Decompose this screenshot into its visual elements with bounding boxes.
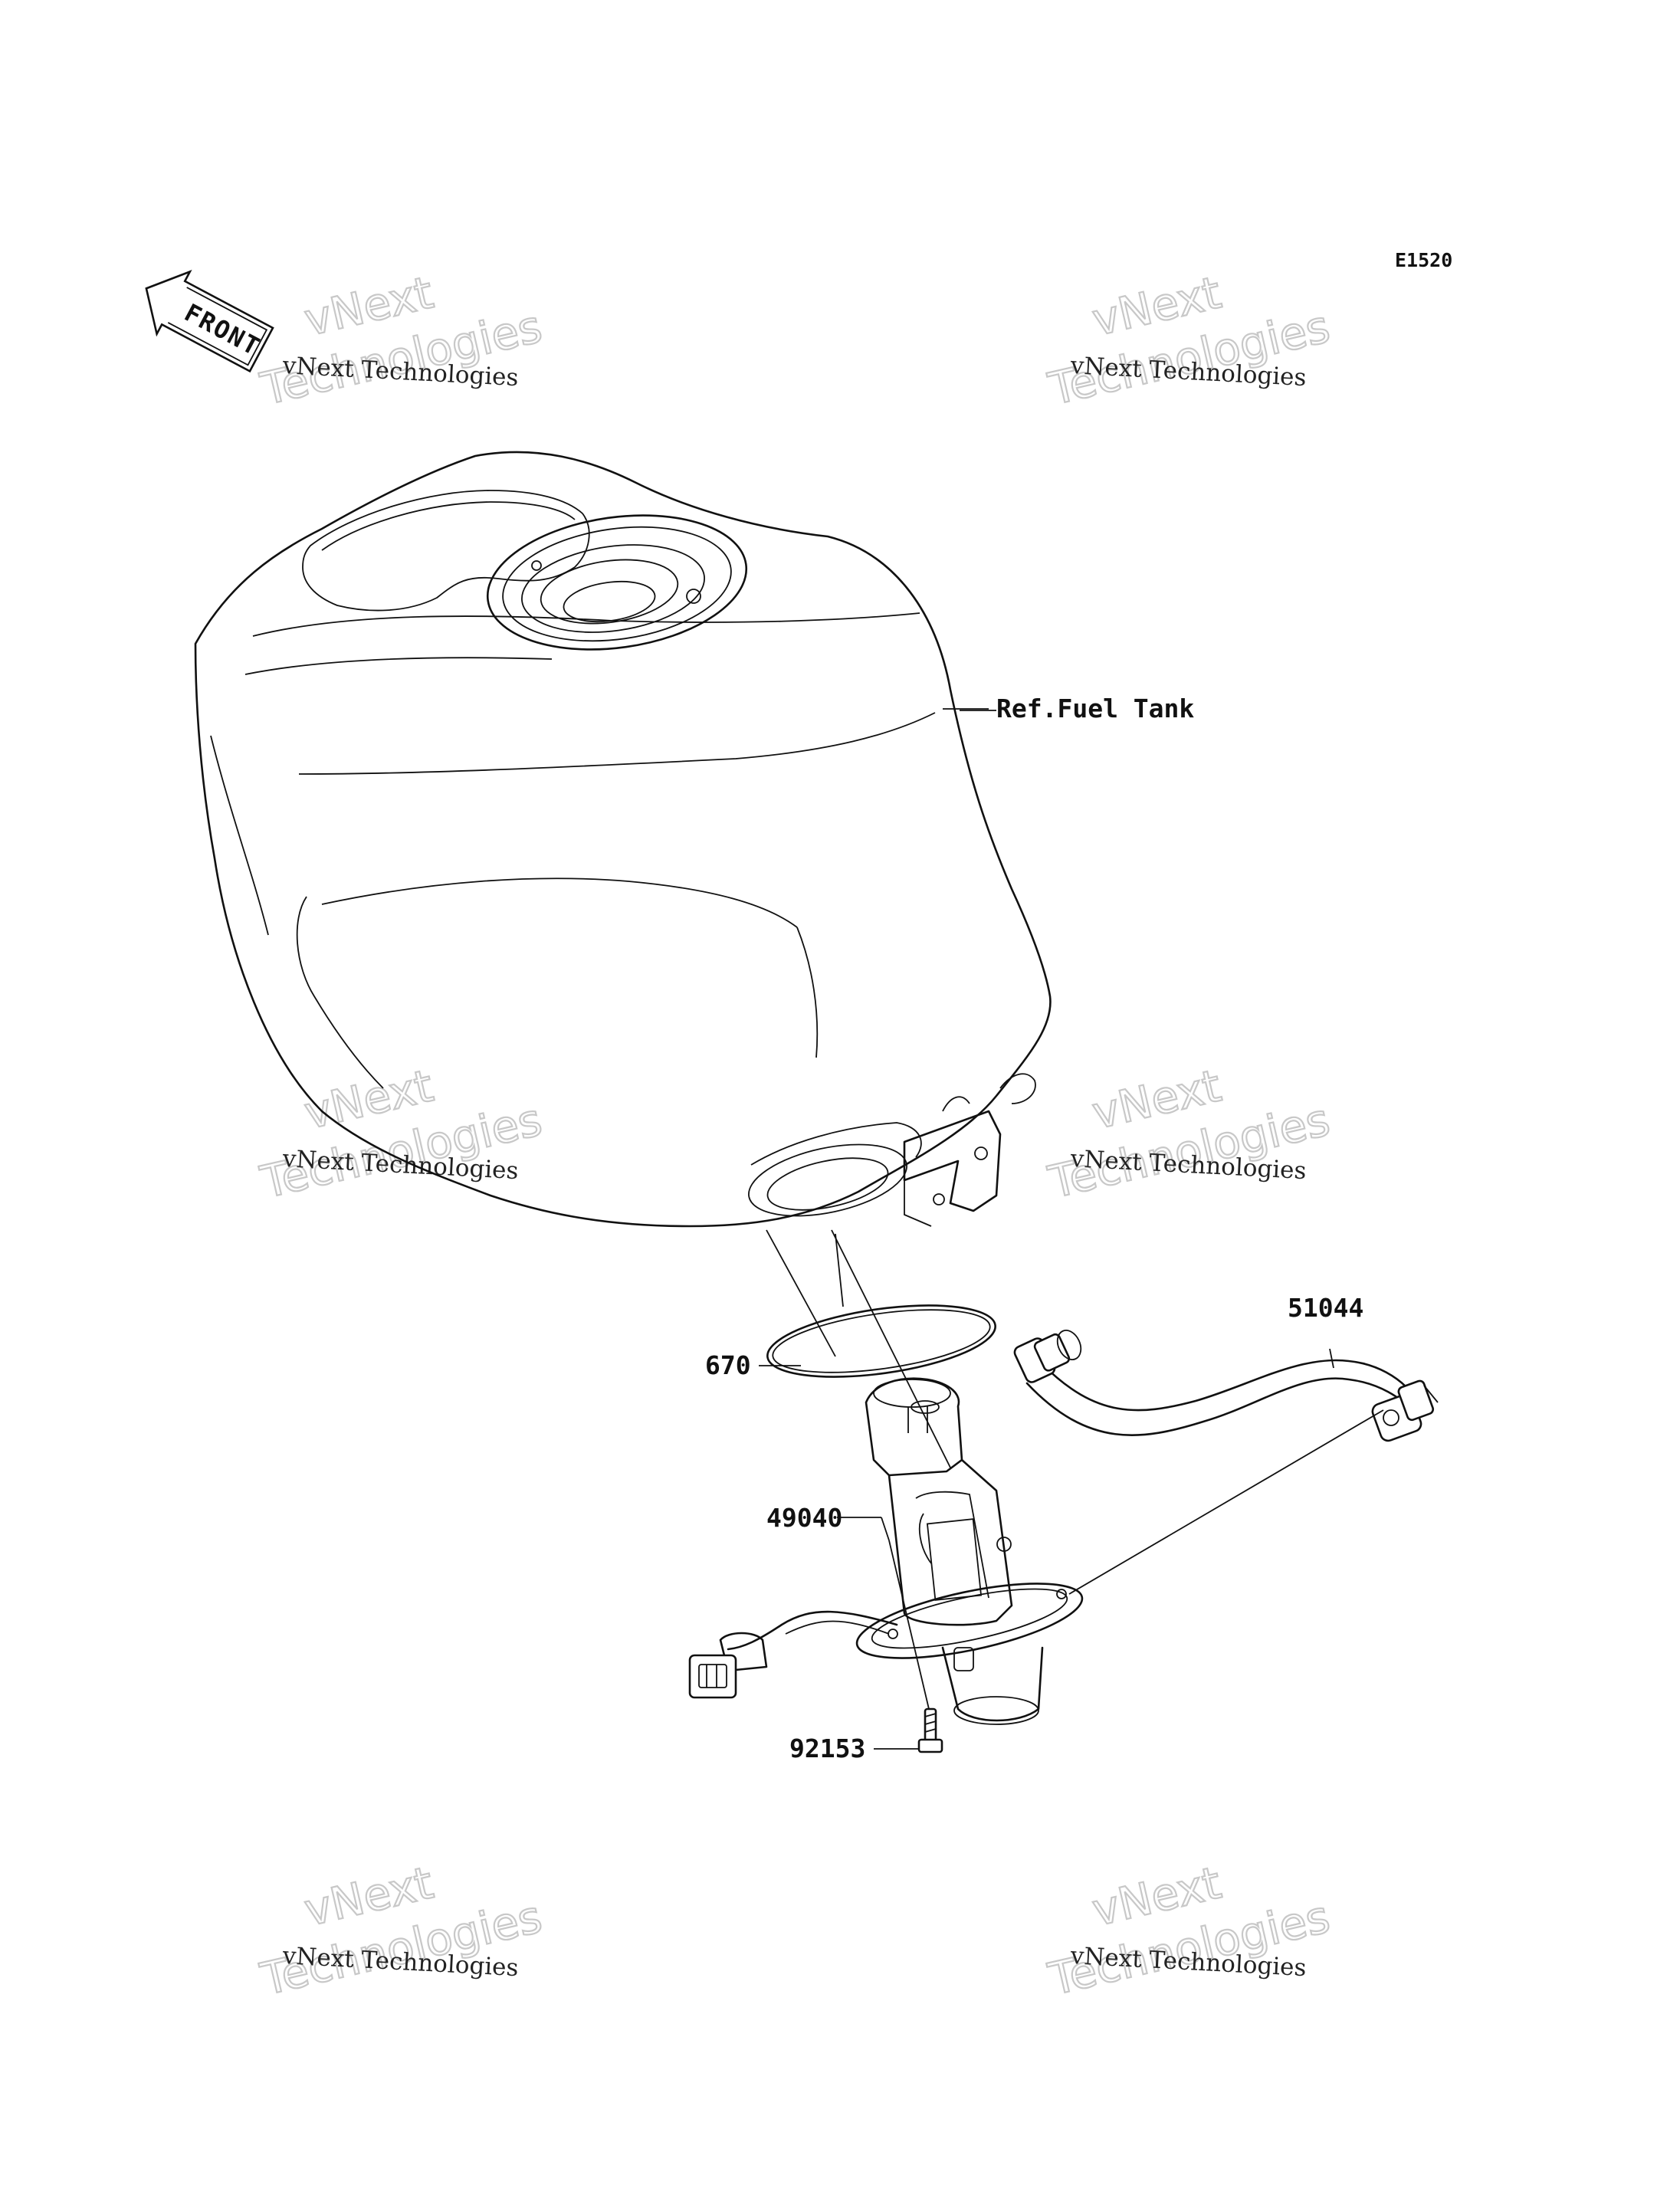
callout-ref-fuel-tank: Ref.Fuel Tank	[996, 694, 1194, 723]
fuel-tank-drawing	[194, 451, 1052, 1357]
fuel-hose-51044-drawing	[1013, 1330, 1439, 1442]
callout-51044: 51044	[1288, 1293, 1363, 1323]
gasket-670-drawing	[766, 1304, 996, 1378]
watermark-mid-right: vNext Technologies vNext Technologies	[1043, 1058, 1336, 1209]
watermark-bottom-left: vNext Technologies vNext Technologies	[255, 1855, 548, 2006]
watermark-top-left: vNext Technologies vNext Technologies	[255, 265, 548, 416]
front-arrow-icon: FRONT	[145, 270, 274, 373]
watermark-bottom-right: vNext Technologies vNext Technologies	[1043, 1855, 1336, 2006]
fuel-pump-49040-drawing	[688, 1377, 1084, 1725]
leader-lines	[759, 710, 1384, 1750]
watermark-top-right: vNext Technologies vNext Technologies	[1043, 265, 1336, 416]
callout-49040: 49040	[766, 1503, 842, 1533]
callout-670: 670	[705, 1350, 751, 1380]
watermark-mid-left: vNext Technologies vNext Technologies	[255, 1058, 548, 1209]
diagram-code: E1520	[1395, 249, 1452, 271]
bolt-92153-drawing	[917, 1707, 943, 1753]
callout-92153: 92153	[789, 1734, 865, 1763]
